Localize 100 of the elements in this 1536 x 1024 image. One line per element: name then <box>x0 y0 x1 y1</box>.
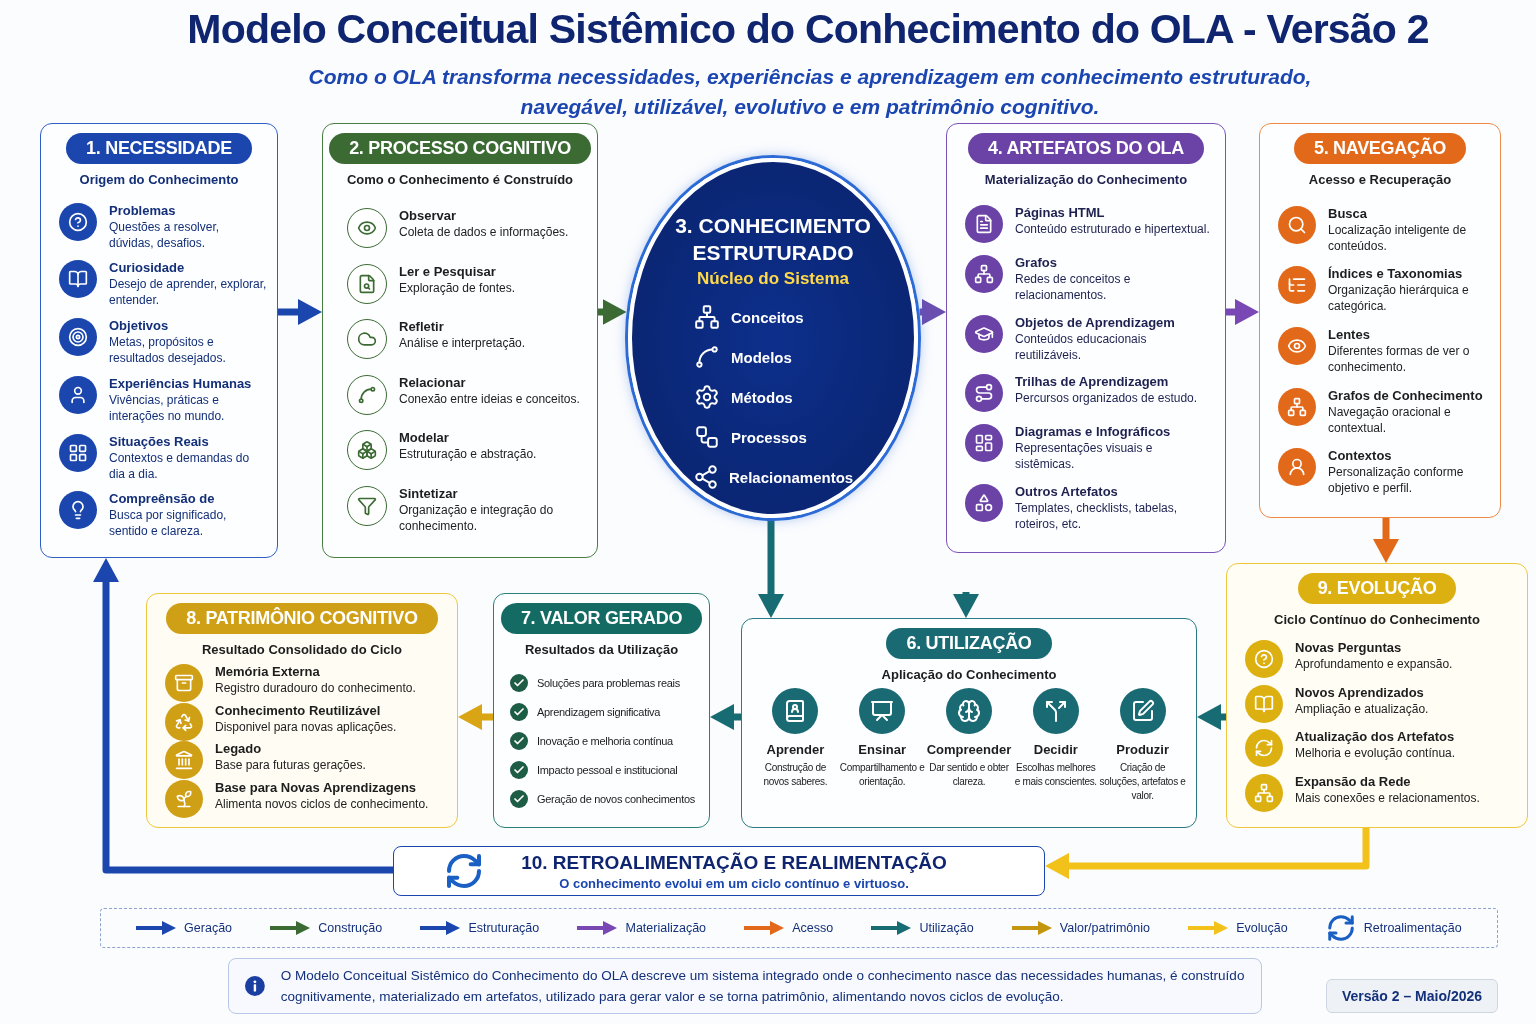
item-description: Base para futuras gerações. <box>215 757 366 774</box>
info-panel <box>228 958 1262 1014</box>
arrow <box>93 558 393 874</box>
banner-subtitle: O conhecimento evolui em um ciclo contínuo e virtuoso. <box>559 875 909 891</box>
item-description: Percursos organizados de estudo. <box>1015 390 1198 407</box>
item-title: Base para Novas Aprendizagens <box>215 780 418 797</box>
arrow <box>1373 518 1399 563</box>
section-subtitle: Resultados da Utilização <box>524 642 679 657</box>
item-description: Localização inteligente de conteúdos. <box>1328 221 1468 254</box>
item-description: Mais conexões e relacionamentos. <box>1295 790 1480 807</box>
core-item-label: Modelos <box>731 348 792 366</box>
item-title: Compreênsão de <box>109 491 216 508</box>
item-description: Criação de soluções, artefatos e valor. <box>1099 761 1186 803</box>
item-title: Aprender <box>766 742 825 757</box>
section-heading: 5. NAVEGAÇÃO <box>1293 133 1467 164</box>
section-heading: 7. VALOR GERADO <box>500 603 703 634</box>
section-card <box>146 593 458 828</box>
item-description: Organização hierárquica e categórica. <box>1328 282 1470 315</box>
item-description: Coleta de dados e informações. <box>399 224 569 241</box>
item-description: Conexão entre ideias e conceitos. <box>399 390 580 407</box>
section-subtitle: Ciclo Contínuo do Conhecimento <box>1274 612 1480 627</box>
item-description: Melhoria e evolução contínua. <box>1295 745 1456 762</box>
item-description: Personalização conforme objetivo e perfil. <box>1328 464 1465 497</box>
item-title: Diagramas e Infográficos <box>1015 424 1172 441</box>
item-title: Experiências Humanas <box>109 375 253 392</box>
legend-label: Construção <box>318 921 383 935</box>
item-title: Compreender <box>926 742 1012 757</box>
result-text: Impacto pessoal e institucional <box>537 764 678 776</box>
item-description: Construção de novos saberes. <box>762 761 829 789</box>
result-text: Geração de novos conhecimentos <box>537 793 695 805</box>
arrow <box>598 299 627 325</box>
item-description: Compartilhamento e orientação. <box>838 761 926 789</box>
item-title: Objetivos <box>109 318 170 335</box>
item-title: Expansão da Rede <box>1295 774 1412 791</box>
item-description: Escolhas melhores e mais conscientes. <box>1013 761 1098 789</box>
section-subtitle: Aplicação do Conhecimento <box>881 667 1057 682</box>
item-description: Organização e integração do conhecimento. <box>399 501 555 534</box>
item-description: Análise e interpretação. <box>399 335 526 352</box>
arrow <box>1045 828 1370 879</box>
item-description: Conteúdos educacionais reutilizáveis. <box>1015 330 1148 363</box>
item-title: Sintetizar <box>399 485 459 502</box>
section-heading: 9. EVOLUÇÃO <box>1297 573 1457 604</box>
item-title: Atualização dos Artefatos <box>1295 729 1456 746</box>
item-title: Observar <box>399 208 458 225</box>
item-title: Trilhas de Aprendizagem <box>1015 374 1170 391</box>
section-card <box>322 123 598 558</box>
item-description: Templates, checklists, tabelas, roteiros, etc. <box>1015 500 1179 533</box>
item-description: Questões a resolver, dúvidas, desafios. <box>109 218 221 251</box>
item-title: Ensinar <box>858 742 907 757</box>
item-title: Memória Externa <box>215 663 321 680</box>
core-subtitle: Núcleo do Sistema <box>696 269 850 289</box>
legend-label: Estruturação <box>468 921 540 935</box>
feedback-banner <box>393 846 1045 896</box>
item-title: Legado <box>215 741 263 758</box>
item-title: Conhecimento Reutilizável <box>215 702 382 719</box>
arrow <box>458 704 493 730</box>
banner-title: 10. RETROALIMENTAÇÃO E REALIMENTAÇÃO <box>521 851 947 874</box>
section-card <box>741 618 1197 828</box>
item-description: Navegação oracional e contextual. <box>1328 403 1452 436</box>
section-heading: 2. PROCESSO COGNITIVO <box>329 133 591 164</box>
item-title: Objetos de Aprendizagem <box>1015 314 1176 331</box>
item-description: Aprofundamento e expansão. <box>1295 655 1453 672</box>
item-description: Diferentes formas de ver o conhecimento. <box>1328 342 1471 375</box>
item-description: Metas, propósitos e resultados desejados. <box>109 334 227 367</box>
item-title: Índices e Taxonomias <box>1328 266 1464 283</box>
item-title: Busca <box>1328 205 1369 222</box>
section-subtitle: Como o Conhecimento é Construído <box>346 172 574 187</box>
result-text: Soluções para problemas reais <box>537 677 680 689</box>
item-title: Ler e Pesquisar <box>399 263 497 280</box>
item-title: Outros Artefatos <box>1015 484 1119 501</box>
item-title: Contextos <box>1328 448 1393 465</box>
item-title: Relacionar <box>399 374 467 391</box>
item-title: Grafos <box>1015 254 1058 271</box>
item-description: Dar sentido e obter clareza. <box>928 761 1010 789</box>
item-title: Decidir <box>1033 742 1078 757</box>
summary-paragraph: O Modelo Conceitual Sistêmico do Conhecimento do OLA descreve um sistema integrado onde o conhecimento nasce das necessidades humanas, é construído cognitivamente, materializado em artefatos, utilizado para gerar valor e se torna patrimônio, alimentando novos ciclos de evolução. <box>280 967 1245 1006</box>
item-title: Refletir <box>399 319 445 336</box>
core-item-label: Relacionamentos <box>729 468 854 486</box>
section-card <box>946 123 1226 553</box>
item-description: Vivências, práticas e interações no mundo. <box>109 391 226 424</box>
arrow <box>953 592 979 618</box>
item-title: Novas Perguntas <box>1295 639 1403 656</box>
legend-label: Retroalimentação <box>1363 921 1462 935</box>
arrow <box>710 704 741 730</box>
result-text: Aprendizagem significativa <box>537 706 661 718</box>
legend-label: Evolução <box>1236 921 1288 935</box>
item-title: Lentes <box>1328 326 1371 343</box>
section-heading: 4. ARTEFATOS DO OLA <box>968 133 1204 164</box>
item-description: Representações visuais e sistêmicas. <box>1015 440 1154 473</box>
section-card <box>1226 563 1528 828</box>
legend-label: Materialização <box>625 921 707 935</box>
core-item-label: Processos <box>731 428 807 446</box>
result-text: Inovação e melhoria contínua <box>537 735 673 747</box>
legend-label: Utilização <box>919 921 974 935</box>
diagram-title: Modelo Conceitual Sistêmico do Conhecimento do OLA - Versão 2 <box>186 6 1430 53</box>
item-title: Curiosidade <box>109 260 186 277</box>
section-subtitle: Origem do Conhecimento <box>79 172 239 187</box>
item-description: Desejo de aprender, explorar, entender. <box>109 276 267 309</box>
arrow <box>278 299 322 325</box>
item-description: Redes de conceitos e relacionamentos. <box>1015 270 1132 303</box>
